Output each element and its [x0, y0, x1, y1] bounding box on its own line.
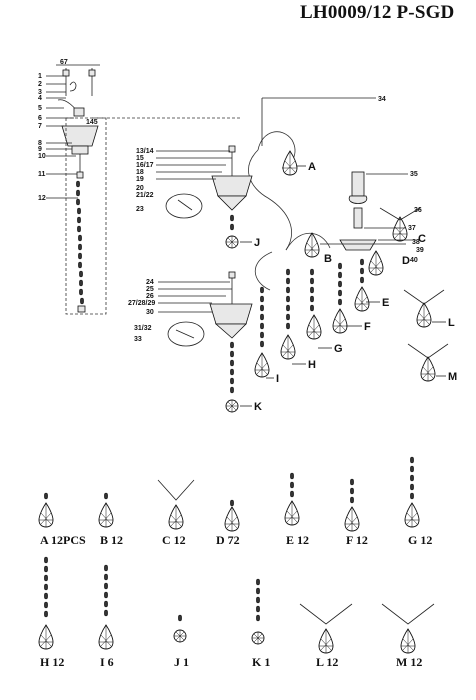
svg-text:G: G: [334, 343, 343, 355]
part-d: [224, 499, 240, 532]
svg-text:38: 38: [412, 239, 420, 246]
part-code-i: I 6: [100, 655, 114, 669]
part-code-j: J 1: [174, 655, 189, 669]
svg-text:33: 33: [134, 336, 142, 343]
part-code-e: E 12: [286, 533, 309, 547]
part-code-h: H 12: [40, 655, 64, 669]
part-code-c: C 12: [162, 533, 186, 547]
svg-text:A: A: [308, 161, 316, 173]
part-f: [344, 478, 360, 532]
svg-text:23: 23: [136, 206, 144, 213]
part-a: [38, 492, 54, 528]
svg-text:145: 145: [86, 119, 98, 126]
svg-text:40: 40: [410, 257, 418, 264]
svg-text:16/17: 16/17: [136, 162, 154, 169]
svg-text:H: H: [308, 359, 316, 371]
part-code-g: G 12: [408, 533, 432, 547]
upper-arm-labels: 13/14 15 16/17 18 19 20 21/22 23: [136, 148, 232, 213]
svg-text:D: D: [402, 255, 410, 267]
svg-text:34: 34: [378, 96, 386, 103]
svg-text:5: 5: [38, 105, 42, 112]
part-code-a: A 12PCS: [40, 533, 86, 547]
lower-arm-labels: 24 25 26 27/28/29 30 31/32 33: [128, 279, 232, 343]
svg-text:3: 3: [38, 89, 42, 96]
part-l: [299, 603, 353, 654]
parts-legend-row-2: H 12 I 6 J 1 K 1 L 12 M 12: [38, 556, 435, 669]
arm-chains: [225, 150, 449, 413]
svg-text:12: 12: [38, 195, 46, 202]
svg-text:1: 1: [38, 73, 42, 80]
dimension-67: 67: [60, 59, 68, 66]
part-c: [157, 479, 195, 530]
svg-text:21/22: 21/22: [136, 192, 154, 199]
part-i: [98, 564, 114, 650]
part-h: [38, 556, 54, 650]
svg-text:C: C: [418, 233, 426, 245]
svg-text:8: 8: [38, 140, 42, 147]
svg-text:9: 9: [38, 146, 42, 153]
svg-text:E: E: [382, 297, 389, 309]
ceiling-hanger-assembly: 67 1 2 3 4: [38, 59, 100, 313]
right-labels: 34 35 36 37 38 39 40: [261, 96, 424, 264]
part-g: [404, 456, 420, 528]
svg-text:M: M: [448, 371, 457, 383]
model-code-title: LH0009/12 P-SGD: [300, 2, 455, 23]
part-b: [98, 492, 114, 528]
svg-text:11: 11: [38, 171, 46, 178]
svg-text:18: 18: [136, 169, 144, 176]
svg-text:27/28/29: 27/28/29: [128, 300, 155, 307]
part-e: [284, 472, 300, 526]
svg-text:20: 20: [136, 185, 144, 192]
svg-text:36: 36: [414, 207, 422, 214]
part-code-l: L 12: [316, 655, 338, 669]
svg-text:35: 35: [410, 171, 418, 178]
hanging-chain: [76, 180, 84, 305]
svg-text:7: 7: [38, 123, 42, 130]
svg-text:39: 39: [416, 247, 424, 254]
callout-letters: A B C D E F G H I J K L: [240, 161, 457, 413]
part-code-k: K 1: [252, 655, 270, 669]
svg-text:31/32: 31/32: [134, 325, 152, 332]
svg-text:2: 2: [38, 81, 42, 88]
part-m: [381, 603, 435, 654]
parts-legend-row-1: A 12PCS B 12 C 12 D 72 E 12 F 12 G 12: [38, 456, 432, 547]
svg-text:B: B: [324, 253, 332, 265]
part-j: [173, 614, 187, 643]
svg-text:30: 30: [146, 309, 154, 316]
svg-text:L: L: [448, 317, 455, 329]
svg-text:F: F: [364, 321, 371, 333]
svg-text:24: 24: [146, 279, 154, 286]
svg-text:37: 37: [408, 225, 416, 232]
part-k: [251, 578, 265, 645]
svg-text:19: 19: [136, 176, 144, 183]
svg-text:I: I: [276, 373, 279, 385]
chandelier-main: 13/14 15 16/17 18 19 20 21/22 23 24 25 2…: [128, 96, 457, 413]
part-code-b: B 12: [100, 533, 123, 547]
svg-text:25: 25: [146, 286, 154, 293]
svg-text:13/14: 13/14: [136, 148, 154, 155]
svg-text:4: 4: [38, 95, 42, 102]
svg-text:6: 6: [38, 115, 42, 122]
part-code-f: F 12: [346, 533, 368, 547]
part-code-d: D 72: [216, 533, 240, 547]
svg-text:K: K: [254, 401, 262, 413]
svg-text:26: 26: [146, 293, 154, 300]
svg-text:15: 15: [136, 155, 144, 162]
svg-text:J: J: [254, 237, 260, 249]
svg-text:10: 10: [38, 153, 46, 160]
left-part-labels: 1 2 3 4 5 6 7 8 9 10 11 12 145: [38, 73, 98, 202]
part-code-m: M 12: [396, 655, 422, 669]
